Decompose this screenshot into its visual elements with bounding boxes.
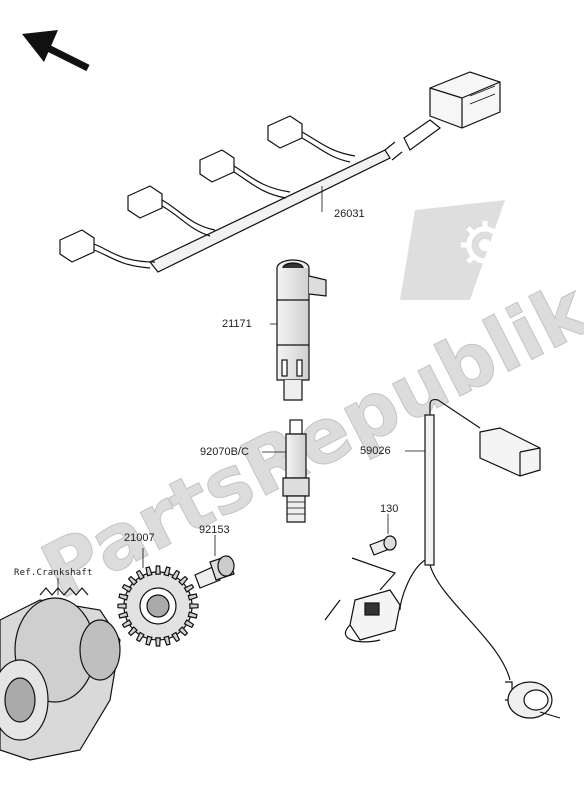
callout-59026: 59026 xyxy=(360,445,391,457)
gear-tooth xyxy=(155,565,161,575)
front-arrow-icon xyxy=(22,30,90,72)
gear-tooth xyxy=(183,619,195,629)
rotor-gear xyxy=(117,548,199,647)
gear-tooth xyxy=(178,575,189,586)
gear-tooth xyxy=(189,603,199,609)
ignition-coil xyxy=(270,259,327,401)
callout-130: 130 xyxy=(380,503,399,515)
gear-tooth xyxy=(183,583,195,593)
spark-plug xyxy=(262,419,310,523)
callout-26031: 26031 xyxy=(334,208,365,220)
callout-crankshaft: Ref.Crankshaft xyxy=(14,568,93,578)
bolt-92153 xyxy=(194,535,235,589)
gear-tooth xyxy=(135,569,145,581)
gear-tooth xyxy=(145,566,153,577)
gear-tooth xyxy=(118,611,129,619)
callout-92070bc: 92070B/C xyxy=(200,446,249,458)
gear-tooth xyxy=(135,631,145,643)
crankshaft-reference xyxy=(0,578,121,761)
gear-tooth xyxy=(187,593,198,601)
callout-92153: 92153 xyxy=(199,524,230,536)
gear-tooth xyxy=(178,626,189,637)
gear-tooth xyxy=(163,635,171,646)
bolt-130 xyxy=(369,514,397,556)
gear-icon xyxy=(461,221,509,269)
gear-tooth xyxy=(118,593,129,601)
gear-tooth xyxy=(163,566,171,577)
gear-tooth xyxy=(171,631,181,643)
gear-tooth xyxy=(117,603,127,609)
gear-tooth xyxy=(127,575,138,586)
wire-harness xyxy=(59,71,501,273)
gear-tooth xyxy=(145,635,153,646)
gear-tooth xyxy=(171,569,181,581)
watermark: PartsRepublik xyxy=(27,200,584,617)
gear-tooth xyxy=(155,637,161,647)
gear-tooth xyxy=(121,619,133,629)
gear-tooth xyxy=(121,583,133,593)
gear-tooth xyxy=(187,611,198,619)
gear-tooth xyxy=(127,626,138,637)
callout-21007: 21007 xyxy=(124,532,155,544)
callout-21171: 21171 xyxy=(222,318,252,330)
crank-sensor-assembly xyxy=(324,398,561,719)
